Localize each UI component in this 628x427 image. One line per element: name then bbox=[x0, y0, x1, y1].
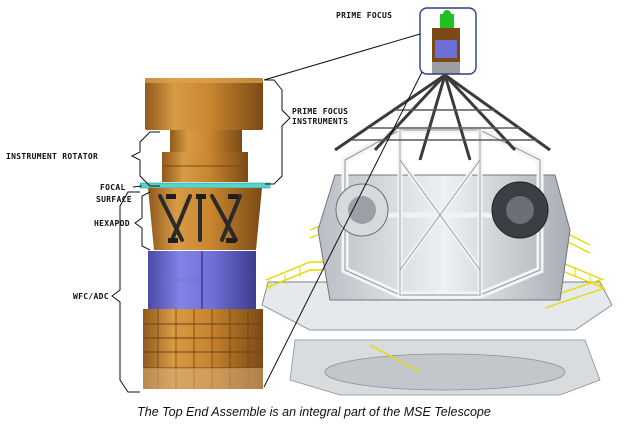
label-wfc-adc: WFC/ADC bbox=[73, 292, 109, 301]
top-end-assembly bbox=[139, 78, 271, 389]
figure-caption: The Top End Assemble is an integral part… bbox=[137, 405, 491, 419]
hexapod-struts bbox=[158, 194, 242, 242]
label-prime-focus-instruments-line1: PRIME FOCUS bbox=[292, 107, 348, 116]
instrument-rotator-lower bbox=[162, 152, 248, 182]
label-prime-focus: PRIME FOCUS bbox=[336, 11, 392, 20]
prime-focus-camera bbox=[440, 14, 454, 28]
callout-lines bbox=[111, 33, 423, 393]
prime-focus-instruments-drum bbox=[145, 78, 263, 130]
label-prime-focus-instruments-line2: INSTRUMENTS bbox=[292, 117, 348, 126]
label-hexapod: HEXAPOD bbox=[94, 219, 130, 228]
label-focal-surface-line2: SURFACE bbox=[96, 195, 132, 204]
prime-focus-highlight-box bbox=[419, 7, 477, 75]
top-end-truss bbox=[334, 73, 551, 161]
label-focal-surface-line1: FOCAL bbox=[100, 183, 126, 192]
label-instrument-rotator: INSTRUMENT ROTATOR bbox=[6, 152, 98, 161]
telescope-structure bbox=[261, 7, 613, 396]
instrument-rotator-upper bbox=[170, 130, 242, 152]
